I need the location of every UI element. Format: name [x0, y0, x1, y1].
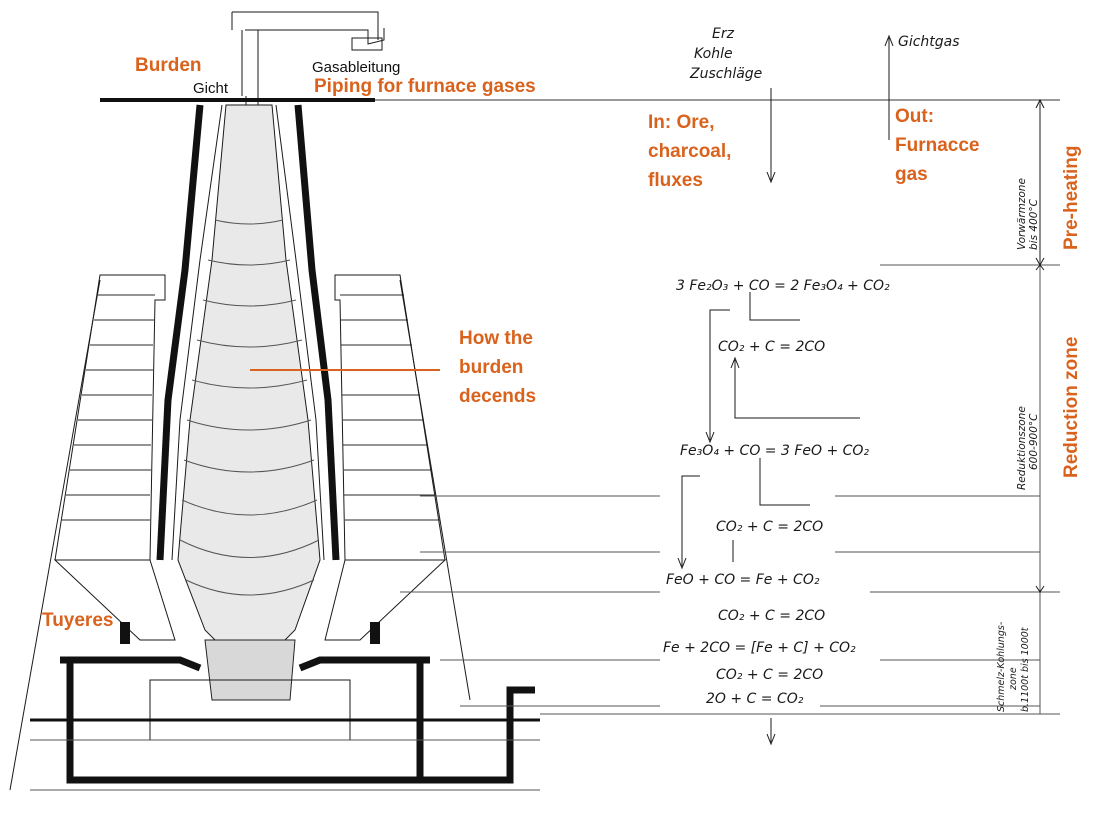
schmelz-zone-label-3: b.1100t bis 1000t	[1020, 626, 1031, 712]
reaction-9: 2O + C = CO₂	[706, 691, 804, 707]
reaction-arrows	[677, 34, 894, 746]
kohle-label: Kohle	[694, 46, 733, 62]
reduktion-zone-label-2: 600-900°C	[1028, 413, 1040, 470]
reaction-4: CO₂ + C = 2CO	[716, 519, 823, 535]
gichtgas-label: Gichtgas	[898, 34, 960, 50]
gicht-label: Gicht	[193, 80, 229, 97]
vorwaerm-zone-label-1: Vorwärmzone	[1016, 178, 1028, 250]
burden-annotation: Burden	[135, 55, 202, 76]
schmelz-zone-label-1: Schmelz-Kohlungs-	[996, 621, 1007, 712]
descends-annotation-line2: burden	[459, 357, 523, 378]
in-annotation-line2: charcoal,	[648, 141, 731, 162]
reaction-8: CO₂ + C = 2CO	[716, 667, 823, 683]
schmelz-zone-label-2: zone	[1008, 667, 1019, 691]
reaction-3: Fe₃O₄ + CO = 3 FeO + CO₂	[680, 443, 869, 459]
in-annotation-line3: fluxes	[648, 170, 703, 191]
preheating-annotation: Pre-heating	[1061, 145, 1082, 250]
furnace-drawing	[9, 11, 1060, 791]
reaction-7: Fe + 2CO = [Fe + C] + CO₂	[663, 640, 856, 656]
descends-annotation-line3: decends	[459, 386, 536, 407]
out-annotation-line3: gas	[895, 164, 928, 185]
reaction-2: CO₂ + C = 2CO	[718, 339, 825, 355]
zuschlaege-label: Zuschläge	[689, 66, 762, 82]
reaction-5: FeO + CO = Fe + CO₂	[666, 572, 820, 588]
tuyeres-annotation: Tuyeres	[42, 610, 113, 631]
zone-guide-lines	[400, 100, 1060, 715]
reaction-1: 3 Fe₂O₃ + CO = 2 Fe₃O₄ + CO₂	[676, 278, 890, 294]
vorwaerm-zone-label-2: bis 400°C	[1028, 198, 1040, 250]
erz-label: Erz	[712, 26, 735, 42]
gasableitung-label: Gasableitung	[312, 59, 400, 76]
in-annotation-line1: In: Ore,	[648, 112, 715, 133]
out-annotation-line1: Out:	[895, 106, 934, 127]
descends-annotation-line1: How the	[459, 328, 533, 349]
reduktion-zone-label-1: Reduktionszone	[1016, 406, 1028, 490]
zone-braces	[1035, 98, 1045, 593]
out-annotation-line2: Furnacce	[895, 135, 979, 156]
piping-annotation: Piping for furnace gases	[314, 76, 536, 97]
reduction-annotation: Reduction zone	[1061, 337, 1082, 478]
reaction-6: CO₂ + C = 2CO	[718, 608, 825, 624]
